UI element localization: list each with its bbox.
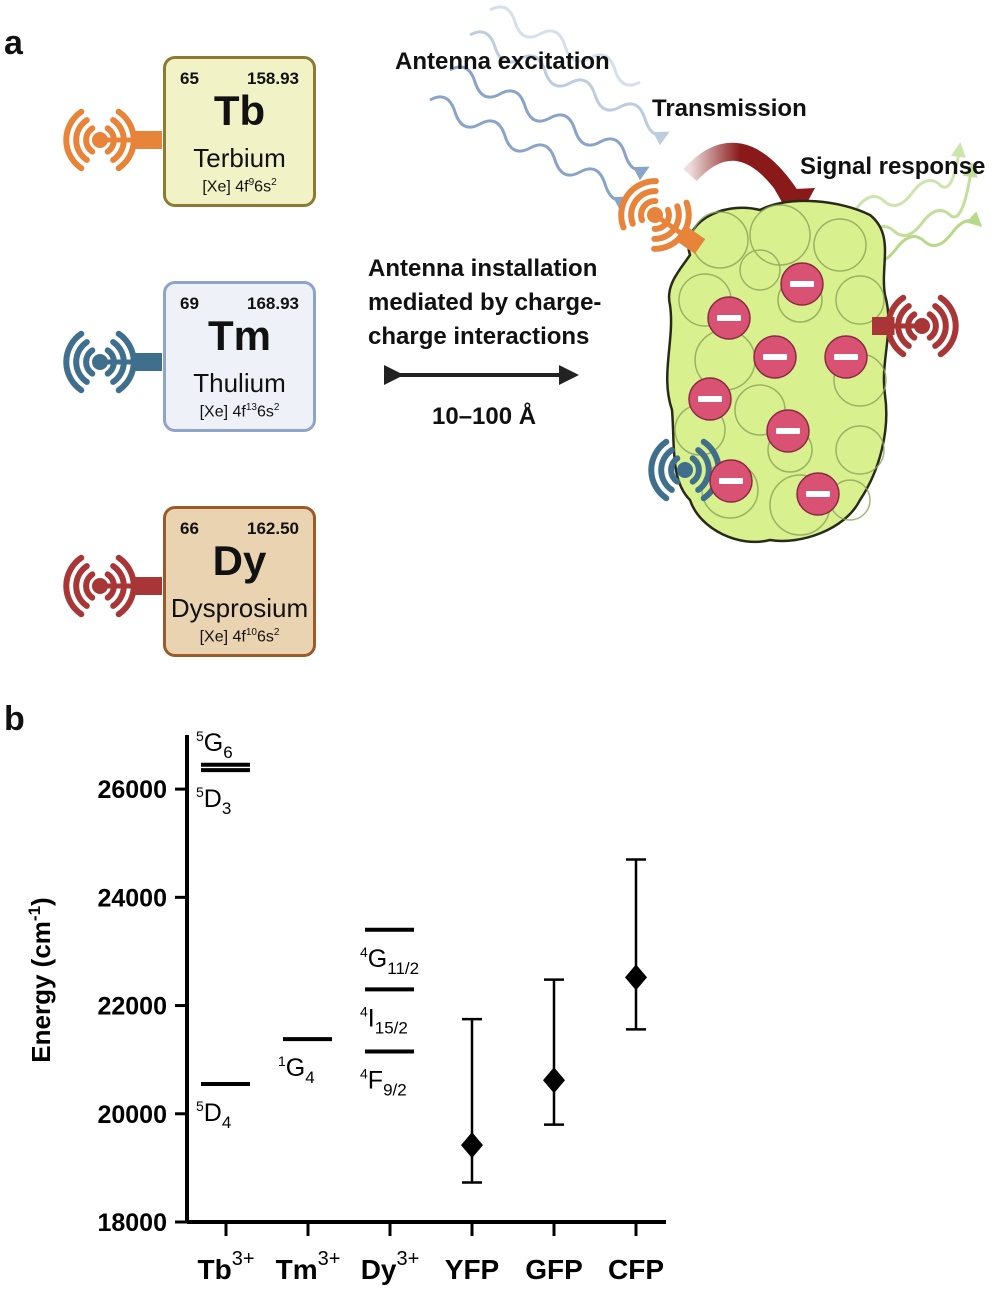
energy-level-label: 1G4 xyxy=(278,1053,315,1087)
atomic-mass: 162.50 xyxy=(247,519,299,538)
installation-label-line2: mediated by charge- xyxy=(368,289,602,316)
protein-bump xyxy=(835,425,885,475)
y-tick-label: 26000 xyxy=(97,776,167,804)
element-card-dysprosium: 66 162.50 Dy Dysprosium [Xe] 4f106s2 xyxy=(163,506,316,657)
excitation-wave-3 xyxy=(429,95,630,211)
y-tick-label: 24000 xyxy=(97,884,167,912)
energy-level-label: 5D4 xyxy=(196,1098,231,1132)
energy-level-label: 4G11/2 xyxy=(360,944,419,978)
electron-configuration: [Xe] 4f106s2 xyxy=(199,627,280,646)
electron-configuration: [Xe] 4f136s2 xyxy=(199,402,280,421)
data-point-diamond xyxy=(625,964,647,991)
element-name: Terbium xyxy=(193,143,286,173)
x-tick-label: YFP xyxy=(445,1254,499,1285)
x-tick-label: GFP xyxy=(525,1254,583,1285)
atomic-mass: 158.93 xyxy=(247,69,299,88)
x-tick-label: Tm3+ xyxy=(276,1248,341,1285)
element-card-terbium: 65 158.93 Tb Terbium [Xe] 4f96s2 xyxy=(163,56,316,207)
distance-label: 10–100 Å xyxy=(432,403,537,430)
y-axis-label: Energy (cm-1) xyxy=(25,897,56,1062)
energy-level-label: 4F9/2 xyxy=(360,1066,407,1100)
negative-charge-icon xyxy=(753,335,797,379)
element-card-thulium: 69 168.93 Tm Thulium [Xe] 4f136s2 xyxy=(163,281,316,432)
electron-configuration: [Xe] 4f96s2 xyxy=(202,177,277,196)
element-antenna-icons xyxy=(63,108,162,618)
antenna-icon-thulium xyxy=(63,330,162,394)
negative-charge-icon xyxy=(796,472,840,516)
signal-response-label: Signal response xyxy=(800,153,986,180)
protein-antenna-dysprosium xyxy=(872,294,959,358)
y-tick-label: 22000 xyxy=(97,993,167,1021)
transmission-label: Transmission xyxy=(652,95,807,122)
panel-a-label: a xyxy=(4,24,23,62)
element-symbol: Tm xyxy=(208,312,271,359)
protein-bump xyxy=(739,249,781,291)
error-bar xyxy=(626,858,646,1031)
x-tick-label: CFP xyxy=(608,1254,664,1285)
x-tick-label: Dy3+ xyxy=(361,1248,420,1285)
negative-charge-icon xyxy=(824,335,868,379)
element-name: Dysprosium xyxy=(170,593,309,623)
x-tick-label: Tb3+ xyxy=(197,1248,254,1285)
element-name: Thulium xyxy=(193,368,286,398)
error-bar xyxy=(544,978,564,1126)
energy-level-label: 5G6 xyxy=(196,728,233,762)
element-symbol: Dy xyxy=(212,537,267,584)
excitation-wave-1 xyxy=(469,30,670,146)
protein-antenna-orange xyxy=(618,178,706,254)
negative-charge-icon xyxy=(709,459,753,503)
y-tick-label: 20000 xyxy=(97,1101,167,1129)
atomic-number: 65 xyxy=(180,69,199,88)
protein-bump xyxy=(813,218,867,272)
negative-charge-icon xyxy=(688,377,732,421)
atomic-number: 69 xyxy=(180,294,199,313)
installation-label-line1: Antenna installation xyxy=(368,255,598,282)
y-tick-label: 18000 xyxy=(97,1209,167,1237)
excitation-wave-2 xyxy=(449,65,650,181)
excitation-wave-arrows xyxy=(429,5,670,211)
protein-bump xyxy=(835,275,885,325)
data-point-diamond xyxy=(461,1132,483,1159)
element-symbol: Tb xyxy=(213,87,266,134)
panel-b-label: b xyxy=(4,700,25,738)
protein-antenna-red xyxy=(872,294,959,358)
data-point-diamond xyxy=(543,1067,565,1094)
negative-charge-icon xyxy=(766,409,810,453)
negative-charges xyxy=(688,262,868,516)
atomic-mass: 168.93 xyxy=(247,294,299,313)
protein-antenna-terbium xyxy=(618,178,706,254)
energy-level-label: 5D3 xyxy=(196,784,231,818)
antenna-excitation-label: Antenna excitation xyxy=(395,48,610,75)
antenna-icon-dysprosium xyxy=(63,554,162,618)
installation-label-line3: charge interactions xyxy=(368,323,590,350)
energy-level-label: 4I15/2 xyxy=(360,1003,408,1037)
antenna-icon-terbium xyxy=(63,108,162,172)
negative-charge-icon xyxy=(780,262,824,306)
atomic-number: 66 xyxy=(180,519,199,538)
negative-charge-icon xyxy=(707,296,751,340)
excitation-wave-4 xyxy=(489,5,641,87)
